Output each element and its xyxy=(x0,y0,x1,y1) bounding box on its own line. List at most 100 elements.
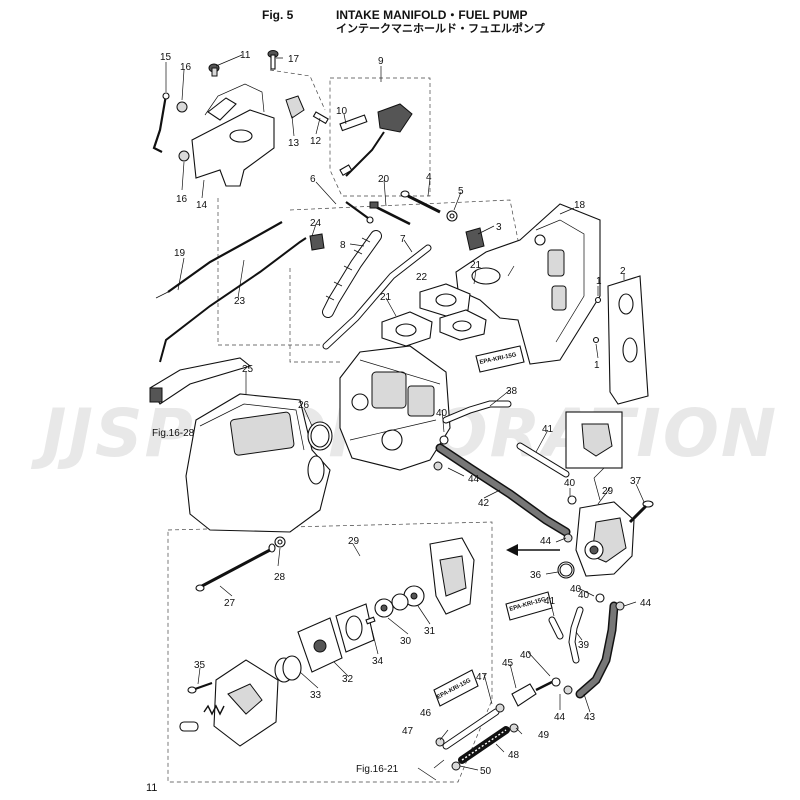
callout-42: 42 xyxy=(478,498,490,509)
callout-15: 15 xyxy=(160,52,172,63)
part-16-clip-upper xyxy=(176,101,188,113)
part-35-screw xyxy=(187,682,213,694)
part-pump-cover xyxy=(429,537,475,615)
callout-34: 34 xyxy=(372,656,384,667)
part-pump-diaphragm xyxy=(335,603,375,653)
part-17-screw xyxy=(267,50,279,70)
callout-36: 36 xyxy=(530,570,542,581)
callout-37: 37 xyxy=(630,476,642,487)
callout-18: 18 xyxy=(574,200,586,211)
cross-ref-fig-16-28: Fig.16-28 xyxy=(152,428,195,439)
part-24-clip xyxy=(309,233,325,251)
part-44-clip-c xyxy=(615,601,625,611)
part-1-dowel-upper xyxy=(594,296,602,304)
part-27-bolt xyxy=(195,543,276,592)
part-29-fuel-pump xyxy=(575,501,635,577)
part-28-washer xyxy=(274,536,286,548)
part-15-link-rod xyxy=(152,92,170,153)
inset-detail-pump xyxy=(565,411,623,501)
part-34-screw xyxy=(365,616,376,625)
callout-19: 19 xyxy=(174,248,186,259)
callout-numbers: 11 17 15 16 16 14 9 10 13 12 4 5 3 18 6 … xyxy=(152,50,652,777)
callout-38: 38 xyxy=(506,386,518,397)
part-40-clip-b xyxy=(567,495,577,505)
diagram-title-en: INTAKE MANIFOLD・FUEL PUMP xyxy=(336,8,528,22)
callout-12: 12 xyxy=(310,136,322,147)
part-47-clip-b xyxy=(435,737,445,747)
figure-label: Fig. 5 xyxy=(262,8,294,22)
callout-1-upper: 1 xyxy=(596,276,602,287)
part-45-fitting xyxy=(511,680,553,707)
part-44-clip-d xyxy=(563,685,573,695)
callout-41-a: 41 xyxy=(542,424,554,435)
part-42-hose xyxy=(435,443,571,537)
part-39-hose xyxy=(568,606,584,664)
part-21-gasket-b xyxy=(381,311,433,347)
part-silencer-duct xyxy=(149,357,252,405)
leader-dash-14 xyxy=(217,198,330,346)
part-25-silencer xyxy=(185,393,331,533)
callout-32: 32 xyxy=(342,674,354,685)
part-32-diaphragm-plate xyxy=(297,617,343,673)
part-41-hose xyxy=(516,442,570,478)
part-pump-plunger xyxy=(179,721,199,732)
cross-ref-fig-16-21: Fig.16-21 xyxy=(356,764,399,775)
callout-1-lower: 1 xyxy=(594,360,600,371)
callout-40-c: 40 xyxy=(570,584,582,595)
callout-49: 49 xyxy=(538,730,550,741)
callout-40-d: 40 xyxy=(520,650,532,661)
part-18-intake-manifold xyxy=(455,203,601,365)
part-31-valve xyxy=(403,585,425,607)
part-12-pin xyxy=(312,111,329,125)
callout-8: 8 xyxy=(340,240,346,251)
part-36-o-ring xyxy=(557,561,575,579)
callout-16-upper: 16 xyxy=(180,62,192,73)
epa-tag-bottom: EPA-KRI-15G xyxy=(433,669,479,707)
callout-35: 35 xyxy=(194,660,206,671)
callout-30: 30 xyxy=(400,636,412,647)
leader-dash-17 xyxy=(269,69,326,111)
part-44-clip-b xyxy=(563,533,573,543)
callout-9: 9 xyxy=(378,56,384,67)
part-7-hose xyxy=(322,244,432,350)
callout-21-left: 21 xyxy=(380,292,392,303)
part-22-gasket xyxy=(419,283,471,317)
part-38-hose xyxy=(442,400,512,424)
part-16-clip-lower xyxy=(178,150,190,162)
callout-20: 20 xyxy=(378,174,390,185)
part-40-clip-d xyxy=(551,677,561,687)
callout-16-lower: 16 xyxy=(176,194,188,205)
callout-39: 39 xyxy=(578,640,590,651)
callout-29-left: 29 xyxy=(348,536,360,547)
part-41-hose-b xyxy=(548,616,564,640)
callout-7: 7 xyxy=(400,234,406,245)
part-46-hose xyxy=(442,708,500,750)
part-pump-base xyxy=(213,659,279,747)
part-5-washer xyxy=(446,210,458,222)
diagram-title-jp: インテークマニホールド・フュエルポンプ xyxy=(336,23,545,35)
group-outline-29 xyxy=(167,521,493,783)
callout-44-c: 44 xyxy=(640,598,652,609)
part-10-plunger xyxy=(339,114,368,132)
callout-40-e: 40 xyxy=(578,590,590,601)
callout-50: 50 xyxy=(480,766,492,777)
callout-29-right: 29 xyxy=(602,486,614,497)
callout-10: 10 xyxy=(336,106,348,117)
callout-44-a: 44 xyxy=(468,474,480,485)
part-40-clip-c xyxy=(595,593,605,603)
part-48-spring-hose xyxy=(458,726,510,764)
part-pump-spring xyxy=(203,704,225,716)
part-33-o-rings xyxy=(274,655,302,683)
leader-dash-carb xyxy=(289,268,340,363)
callout-24: 24 xyxy=(310,218,322,229)
callout-5: 5 xyxy=(458,186,464,197)
callout-40-a: 40 xyxy=(436,408,448,419)
part-44-clip-a xyxy=(433,461,443,471)
callout-22: 22 xyxy=(416,272,428,283)
callout-31: 31 xyxy=(424,626,436,637)
part-2-plate xyxy=(607,275,649,405)
epa-tag-top: EPA-KRI-15G xyxy=(475,345,525,373)
part-6-tie xyxy=(345,201,374,224)
part-9-solenoid xyxy=(339,103,413,177)
